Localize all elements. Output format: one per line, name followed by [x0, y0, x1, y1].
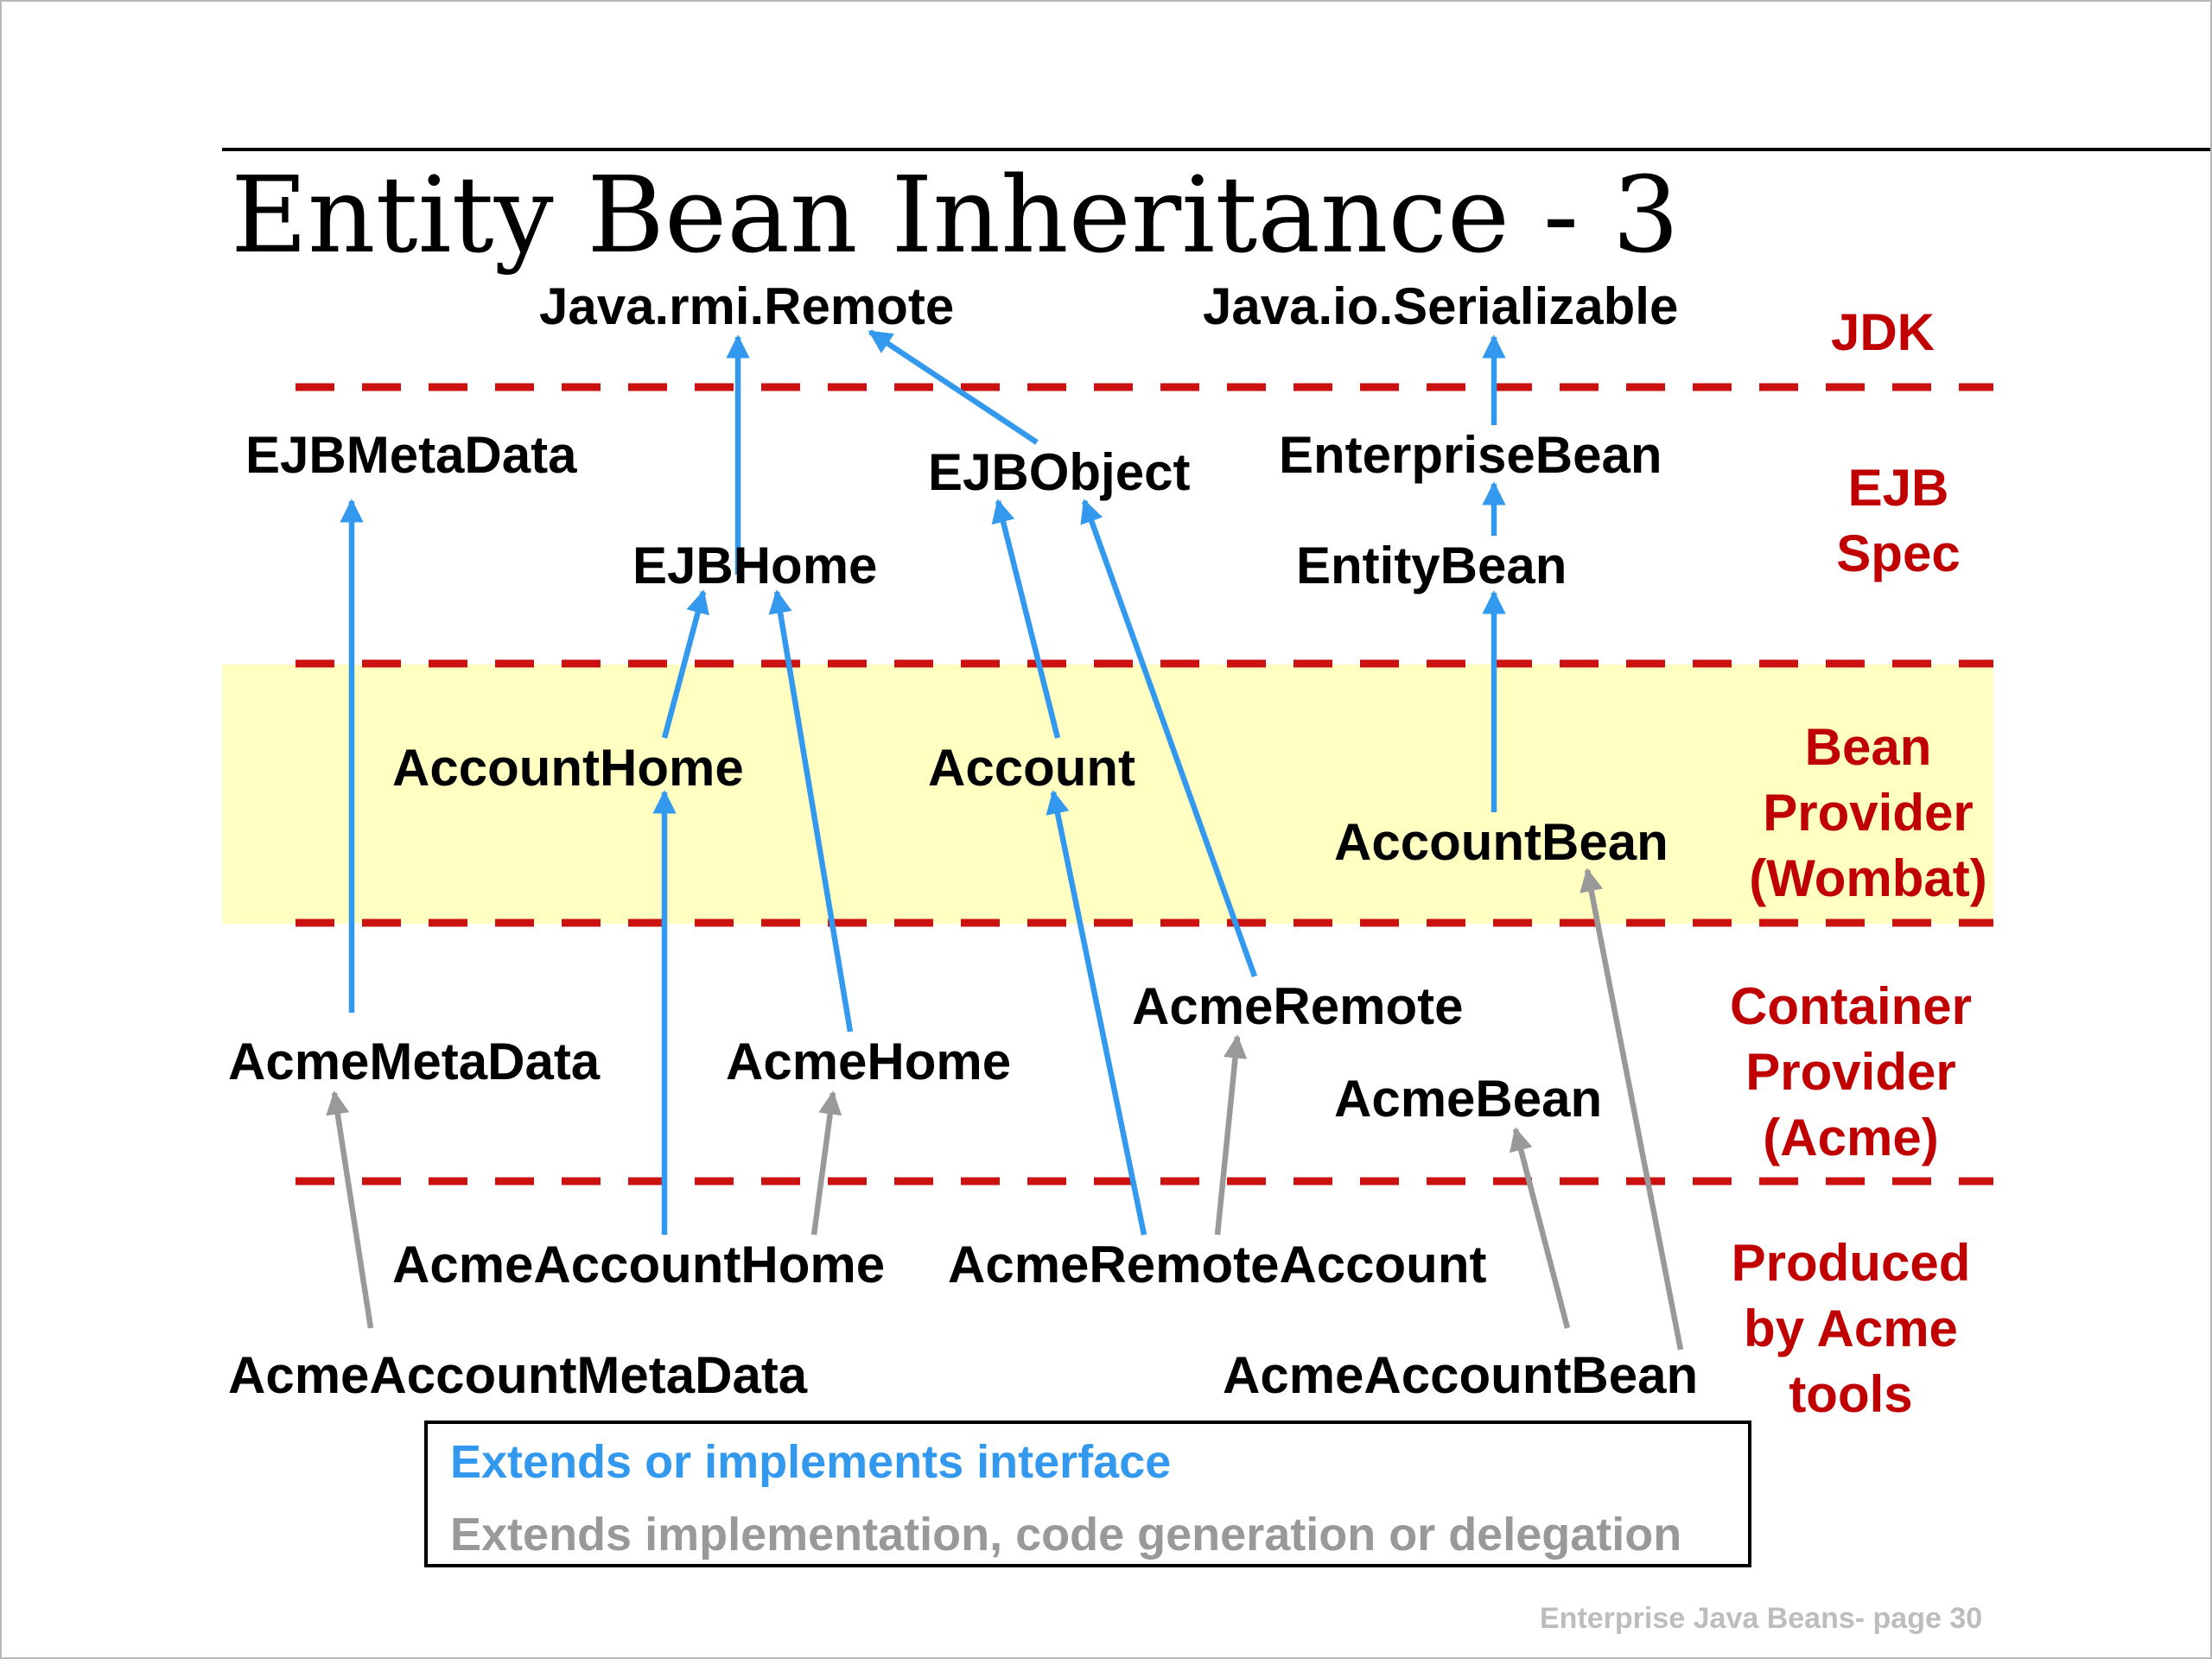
legend: Extends or implements interface Extends … [424, 1421, 1751, 1567]
arrow-acmeaccounthome-to-acmehome [810, 1090, 842, 1236]
node-ejb-object: EJBObject [928, 443, 1191, 501]
slide-title: Entity Bean Inheritance - 3 [231, 154, 1680, 276]
implementation-arrows [326, 868, 1684, 1351]
layer-label-acme-tools: Produced by Acme tools [1731, 1234, 1971, 1423]
arrow-acmeaccountbean-to-acmebean [1509, 1127, 1571, 1329]
arrow-accounthome-to-ejbhome [661, 589, 709, 739]
node-ejb-home: EJBHome [632, 537, 878, 594]
arrow-acmeaccountmetadata-to-acmemetadata [326, 1090, 374, 1329]
arrow-ejbobject-to-remote [868, 329, 1039, 445]
legend-interface-arrow: Extends or implements interface [450, 1436, 1172, 1488]
layer-dividers [296, 383, 1993, 1185]
node-acme-account-meta-data: AcmeAccountMetaData [228, 1346, 808, 1404]
layer-label-container-provider: Container Provider (Acme) [1729, 977, 1973, 1166]
arrow-acmeremoteaccount-to-account [1046, 790, 1147, 1236]
bean-provider-band [222, 664, 1993, 924]
node-acme-account-bean: AcmeAccountBean [1223, 1346, 1699, 1404]
node-entity-bean: EntityBean [1296, 537, 1567, 594]
node-acme-account-home: AcmeAccountHome [392, 1236, 886, 1294]
node-acme-meta-data: AcmeMetaData [228, 1033, 601, 1090]
node-account-bean: AccountBean [1334, 813, 1669, 871]
arrow-acmeaccountbean-to-accountbean [1580, 868, 1684, 1351]
node-acme-remote: AcmeRemote [1132, 977, 1464, 1035]
arrow-account-to-ejbobject [991, 499, 1061, 739]
layer-label-ejb-spec: EJB Spec [1836, 459, 1961, 582]
node-acme-home: AcmeHome [726, 1033, 1012, 1090]
node-account-home: AccountHome [392, 739, 744, 797]
page-footer: Enterprise Java Beans- page 30 [1540, 1602, 1983, 1635]
node-acme-remote-account: AcmeRemoteAccount [948, 1236, 1487, 1294]
title-rule [222, 148, 2210, 151]
arrow-acmehome-to-ejbhome [768, 589, 854, 1033]
legend-implementation-arrow: Extends implementation, code generation … [450, 1509, 1682, 1560]
node-enterprise-bean: EnterpriseBean [1279, 426, 1662, 484]
node-acme-bean: AcmeBean [1334, 1070, 1603, 1128]
node-java-rmi-remote: Java.rmi.Remote [539, 277, 955, 335]
node-java-io-serializable: Java.io.Serializable [1203, 277, 1679, 335]
node-account: Account [928, 739, 1135, 797]
layer-label-jdk: JDK [1830, 303, 1936, 361]
arrow-acmeremoteaccount-to-acmeremote [1214, 1034, 1248, 1236]
layer-label-bean-provider: Bean Provider (Wombat) [1749, 718, 1987, 907]
arrow-acmeremote-to-ejbobject [1080, 499, 1258, 978]
interface-arrows [340, 329, 1506, 1236]
node-ejb-meta-data: EJBMetaData [245, 426, 577, 484]
